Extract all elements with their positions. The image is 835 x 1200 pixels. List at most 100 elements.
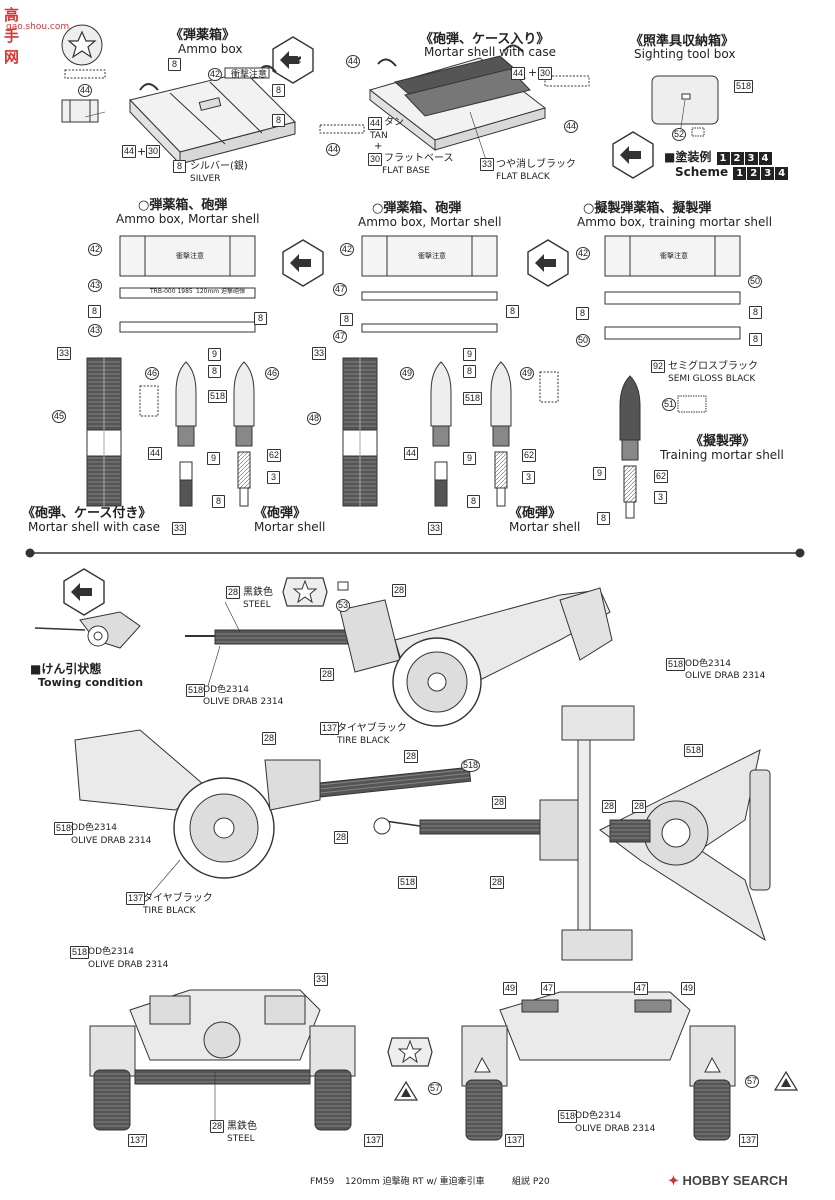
shell1-title-en: Mortar shell: [254, 520, 326, 534]
part-number: 51: [662, 398, 677, 411]
training-title-en: Training mortar shell: [660, 448, 784, 462]
part-number: 62: [654, 470, 669, 483]
part-number: 8: [88, 305, 101, 318]
part-number: 44: [511, 67, 526, 80]
part-number: 44: [404, 447, 419, 460]
silver-label-jp: シルバー(銀): [190, 161, 248, 172]
part-number: 33: [172, 522, 187, 535]
part-number: 518: [208, 390, 228, 403]
question-hex-icon: ?: [272, 36, 314, 84]
part-number: 28: [320, 668, 335, 681]
part-number: 44: [368, 117, 383, 130]
part-number: 30: [146, 145, 161, 158]
part-number: 28: [632, 800, 647, 813]
part-number: 44: [148, 447, 163, 460]
handle-part: [61, 99, 99, 123]
part-number: 3: [522, 471, 535, 484]
part-number: 30: [538, 67, 553, 80]
part-number: 518: [186, 684, 206, 697]
od-label-en: OLIVE DRAB 2314: [203, 697, 284, 707]
col3-title-jp: ○擬製弾薬箱、擬製弾: [583, 201, 712, 216]
part-number: 518: [684, 744, 704, 757]
od-label-en: OLIVE DRAB 2314: [685, 671, 766, 681]
tan-label-en: TAN: [370, 131, 388, 141]
od-label-en: OLIVE DRAB 2314: [88, 960, 169, 970]
flat-black-label-en: FLAT BLACK: [496, 172, 550, 182]
footer-brand: ✦ HOBBY SEARCH: [668, 1173, 788, 1188]
part-number: 518: [54, 822, 74, 835]
part-number: 3: [267, 471, 280, 484]
part-number: 28: [226, 586, 241, 599]
part-number: 518: [463, 392, 483, 405]
steel-label-jp: 黒鉄色: [227, 1121, 257, 1132]
part-number: 518: [558, 1110, 578, 1123]
mortar-case-drawing: [368, 44, 547, 152]
watermark-url: gao.shou.com: [6, 22, 70, 32]
carriage-towing-view: [185, 587, 613, 727]
shell-case-title-jp: 《砲弾、ケース付き》: [22, 506, 152, 521]
part-number: 8: [597, 512, 610, 525]
silver-label-en: SILVER: [190, 174, 221, 184]
part-number: 137: [128, 1134, 148, 1147]
part-number: 53: [336, 599, 351, 612]
od-label-jp: OD色2314: [575, 1111, 621, 1121]
part-number: 28: [602, 800, 617, 813]
part-number: 43: [88, 324, 103, 337]
part-number: 8: [749, 333, 762, 346]
part-number: 137: [739, 1134, 759, 1147]
od-label-jp: OD色2314: [685, 659, 731, 669]
part-number: 49: [400, 367, 415, 380]
ammo-box-flat-3: [604, 235, 741, 340]
part-number: 518: [398, 876, 418, 889]
tire-label-jp: タイヤブラック: [337, 723, 407, 734]
part-number: 8: [254, 312, 267, 325]
part-number: 9: [208, 348, 221, 361]
col3-title-en: Ammo box, training mortar shell: [577, 215, 773, 229]
part-number: 518: [461, 759, 481, 772]
part-number: 49: [503, 982, 518, 995]
part-number: 49: [681, 982, 696, 995]
part-number: 47: [333, 283, 348, 296]
od-label-jp: OD色2314: [71, 823, 117, 833]
flat-black-label-jp: つや消しブラック: [496, 159, 576, 170]
part-number: 44: [78, 84, 93, 97]
part-number: 9: [593, 467, 606, 480]
part-number: 8: [576, 307, 589, 320]
part-number: 47: [333, 330, 348, 343]
part-number: 137: [126, 892, 146, 905]
box-stencil: 衝撃注意: [176, 252, 204, 260]
shell-case-title-en: Mortar shell with case: [28, 520, 161, 534]
col2-title-jp: ○弾薬箱、砲弾: [372, 201, 462, 216]
tire-label-jp: タイヤブラック: [143, 893, 213, 904]
towing-icon: [34, 611, 141, 649]
sighting-box-title-jp: 《照準具収納箱》: [630, 34, 735, 49]
part-number: 33: [314, 973, 329, 986]
mortar-shell-4: [490, 361, 512, 507]
shell1-title-jp: 《砲弾》: [254, 506, 307, 521]
od-label-en: OLIVE DRAB 2314: [71, 836, 152, 846]
part-number: 42: [576, 247, 591, 260]
part-number: 44: [346, 55, 361, 68]
part-number: 49: [520, 367, 535, 380]
ammo-box-flat-2: [361, 235, 498, 333]
ammo-box-drawing: [129, 65, 296, 166]
box-caution-label: 衝撃注意: [231, 70, 268, 80]
part-number: 50: [748, 275, 763, 288]
mortar-shell-1: [175, 361, 197, 507]
part-number: 42: [208, 68, 223, 81]
part-number: 48: [307, 412, 322, 425]
part-number: 62: [522, 449, 537, 462]
part-number: 9: [463, 452, 476, 465]
flat-base-label-en: FLAT BASE: [382, 166, 430, 176]
part-number: 28: [392, 584, 407, 597]
part-number: 8: [463, 365, 476, 378]
part-number: 8: [173, 160, 186, 173]
steel-label-en: STEEL: [243, 600, 271, 610]
part-number: 43: [88, 279, 103, 292]
footer-title: 120mm 迫撃砲 RT w/ 重迫牽引車: [345, 1177, 485, 1187]
tan-label-jp: タン: [384, 117, 404, 128]
col2-title-en: Ammo box, Mortar shell: [358, 215, 502, 229]
sighting-box-title-en: Sighting tool box: [634, 47, 736, 61]
